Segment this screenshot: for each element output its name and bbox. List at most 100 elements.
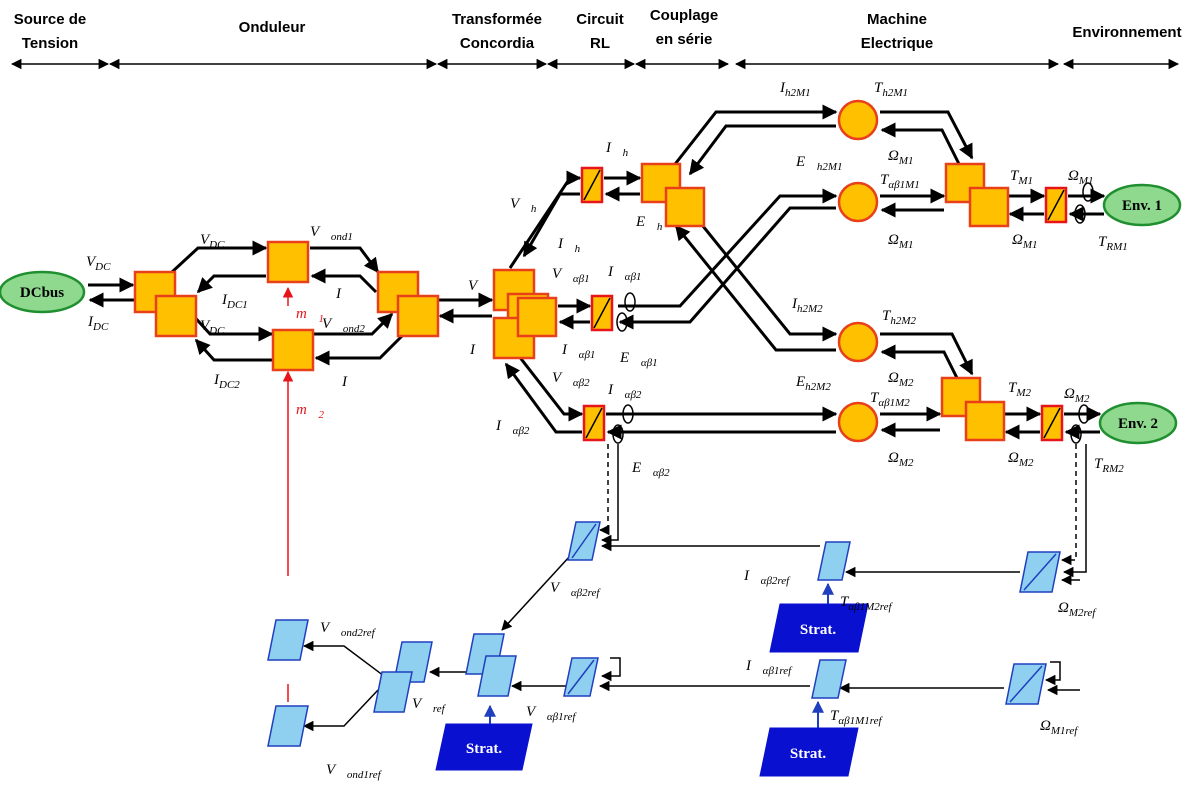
input-converter-b — [154, 294, 198, 338]
wire-i-low — [314, 332, 406, 366]
wire-meas-m1 — [1044, 661, 1061, 686]
label-ih2m2: Ih2M2 — [791, 296, 823, 315]
label-th2m1: Th2M1 — [874, 80, 908, 99]
m1-coupler-b — [968, 186, 1010, 228]
ctrl-inv-b — [373, 671, 413, 713]
header-environnement: Environnement — [1072, 24, 1181, 41]
label-om-m1-c: ΩM1 — [1068, 168, 1094, 187]
header-machine-line2: Electrique — [861, 35, 934, 52]
label-vh: V⃗h — [510, 196, 537, 215]
label-eab2: E⃗αβ2 — [631, 460, 670, 479]
wire-i-up — [310, 268, 378, 294]
env2-ellipse — [1098, 401, 1178, 445]
label-v-main: V⃗ — [468, 278, 489, 294]
label-vdc: VDC — [86, 254, 111, 273]
dcbus-source: DCbus — [0, 270, 86, 314]
sensors — [612, 182, 1094, 444]
machine-blocks — [837, 99, 1068, 443]
machine-m1-ab — [837, 181, 879, 223]
label-tab1m2: Tαβ1M2 — [870, 390, 910, 409]
dcbus-ellipse — [0, 270, 86, 314]
label-idc: IDC — [87, 314, 109, 333]
label-m2: m⃗2 — [296, 402, 325, 421]
wire-meas-ab1 — [600, 657, 621, 682]
output-converter-b — [396, 294, 440, 338]
label-iab1ref: I⃗αβ1ref — [745, 658, 793, 677]
chopper-upper — [266, 240, 310, 284]
concordia-blocks — [492, 268, 558, 360]
label-iab1-top: I⃗αβ1 — [607, 264, 641, 283]
label-vond1ref: V⃗ond1ref — [326, 762, 383, 781]
label-vref: V⃗ref — [412, 696, 447, 715]
label-om-m2ref: ΩM2ref — [1058, 600, 1097, 619]
strategy-m1-label: Strat. — [790, 746, 826, 762]
strategy-vref-label: Strat. — [466, 741, 502, 757]
rl-ab1-slash — [593, 297, 611, 329]
header-source-line2: Tension — [22, 35, 78, 52]
ctrl-concordia-b — [477, 655, 517, 697]
wire-eh2m2 — [674, 224, 836, 352]
dcbus-label: DCbus — [20, 285, 64, 301]
label-iab2-top: I⃗αβ2 — [607, 382, 642, 401]
label-i-main: I⃗ — [469, 342, 487, 358]
couplage-blocks — [640, 162, 706, 228]
chopper-lower — [271, 328, 315, 372]
sensor-iab2 — [622, 404, 634, 424]
label-eh2m2: Eh2M2 — [795, 374, 831, 393]
wire-vab2ref — [501, 555, 571, 631]
label-iab2ref: I⃗αβ2ref — [743, 568, 791, 587]
wire-ih-back — [522, 192, 580, 258]
env1-label: Env. 1 — [1122, 198, 1162, 214]
machine-m2-ab — [837, 401, 879, 443]
label-ih-low: I⃗h — [557, 236, 581, 255]
header-couplage-line1: Couplage — [650, 7, 718, 24]
header-concordia-line1: Transformée — [452, 11, 542, 28]
sensor-om-m2 — [1078, 404, 1090, 424]
header-onduleur: Onduleur — [239, 19, 306, 36]
strategy-m2-label: Strat. — [800, 622, 836, 638]
label-vab2ref: V⃗αβ2ref — [550, 580, 601, 599]
label-vond1: V⃗ond1 — [310, 224, 353, 243]
control-blocks — [267, 521, 1061, 747]
label-tm1: TM1 — [1010, 168, 1033, 187]
label-om-m1-a: ΩM1 — [888, 148, 914, 167]
label-vdc-up: VDC — [200, 232, 225, 251]
ctrl-vab1ref-slash — [567, 659, 595, 695]
env2-label: Env. 2 — [1118, 416, 1158, 432]
label-om-m2-a: ΩM2 — [888, 370, 914, 389]
wire-om-m1-h — [880, 122, 964, 171]
header-rl-line1: Circuit — [576, 11, 624, 28]
wire-th2m2 — [880, 332, 974, 376]
wire-vh — [508, 170, 582, 269]
label-om-m2-c: ΩM2 — [1064, 386, 1090, 405]
header-machine-line1: Machine — [867, 11, 927, 28]
ctrl-iab2ref — [817, 541, 851, 581]
m2-shaft-slash — [1043, 407, 1061, 439]
wire-ih2m1 — [670, 104, 838, 169]
sensor-eab2 — [612, 424, 624, 444]
label-eab1: E⃗αβ1 — [619, 350, 658, 369]
wire-idc1 — [196, 274, 266, 294]
strategy-m2 — [769, 603, 869, 653]
label-th2m2: Th2M2 — [882, 308, 917, 327]
rl-h-slash — [583, 169, 601, 201]
header-source-line1: Source de — [14, 11, 87, 28]
ctrl-iab1ref — [811, 659, 847, 699]
rl-converters — [580, 166, 614, 442]
label-idc1: IDC1 — [221, 292, 248, 311]
label-iab1-low: I⃗αβ1 — [561, 342, 595, 361]
label-trm2: TRM2 — [1094, 456, 1124, 475]
label-tab1m2ref: Tαβ1M2ref — [840, 594, 894, 613]
wire-vab2 — [506, 341, 584, 422]
sensor-eab1 — [616, 312, 628, 332]
label-om-m2-d: ΩM2 — [1008, 450, 1034, 469]
onduleur-blocks — [133, 240, 440, 372]
ctrl-om-m2ref-slash — [1023, 553, 1057, 591]
wire-ih2m2 — [688, 209, 838, 342]
wire-meas-ab2 — [598, 444, 610, 536]
sensor-iab1 — [624, 292, 636, 312]
environment-blocks: Env. 1 Env. 2 — [1098, 183, 1182, 445]
label-m1: m⃗1 — [296, 306, 324, 325]
wire-meas-iab2 — [600, 444, 619, 546]
